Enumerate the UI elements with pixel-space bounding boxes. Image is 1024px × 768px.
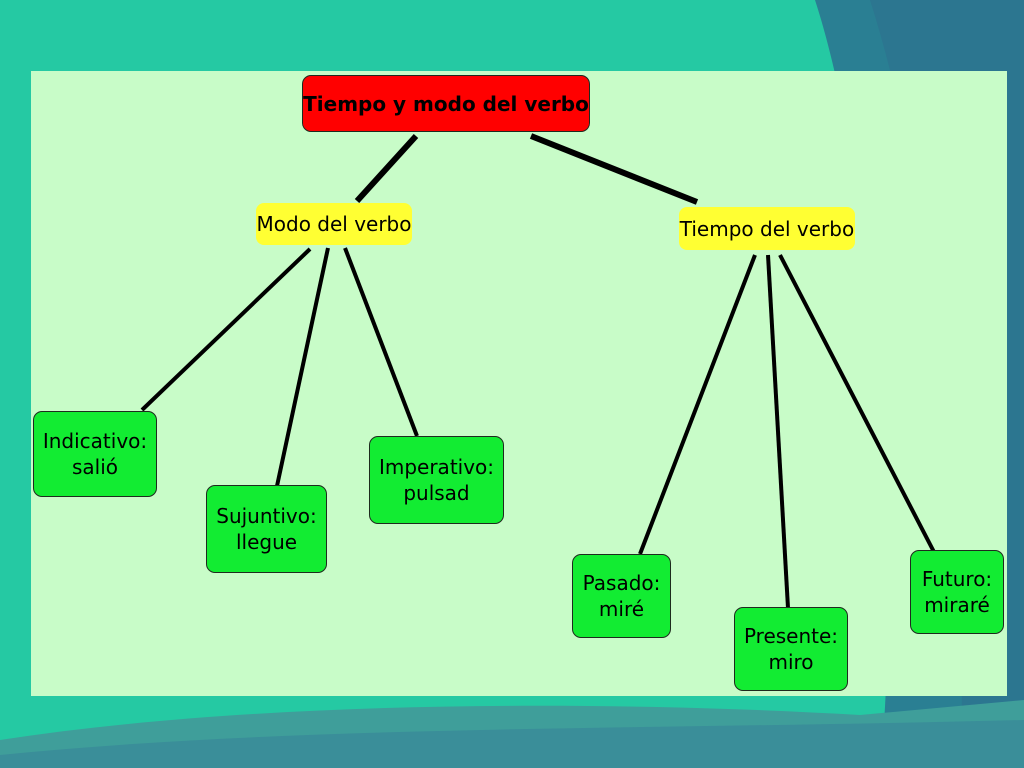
- connector-root-tiempo: [529, 133, 699, 205]
- futuro-node: Futuro: miraré: [910, 550, 1004, 634]
- sujuntivo-node: Sujuntivo: llegue: [206, 485, 327, 573]
- connector-lines: [140, 133, 936, 609]
- connector-modo-imperativo: [343, 247, 419, 437]
- indicativo-node: Indicativo: salió: [33, 411, 157, 497]
- modo-node: Modo del verbo: [256, 203, 412, 245]
- tiempo-node: Tiempo del verbo: [679, 207, 855, 250]
- root-node: Tiempo y modo del verbo: [302, 75, 590, 132]
- pasado-node: Pasado: miré: [572, 554, 671, 638]
- connector-tiempo-presente: [766, 254, 790, 609]
- connector-tiempo-pasado: [638, 254, 757, 555]
- connector-root-modo: [354, 133, 419, 204]
- background-band-bottom-dark: [0, 720, 1024, 768]
- connector-modo-sujuntivo: [275, 247, 330, 487]
- connector-modo-indicativo: [140, 247, 312, 412]
- imperativo-node: Imperativo: pulsad: [369, 436, 504, 524]
- diagram-panel: [31, 71, 1007, 696]
- connector-tiempo-futuro: [778, 254, 936, 553]
- presente-node: Presente: miro: [734, 607, 848, 691]
